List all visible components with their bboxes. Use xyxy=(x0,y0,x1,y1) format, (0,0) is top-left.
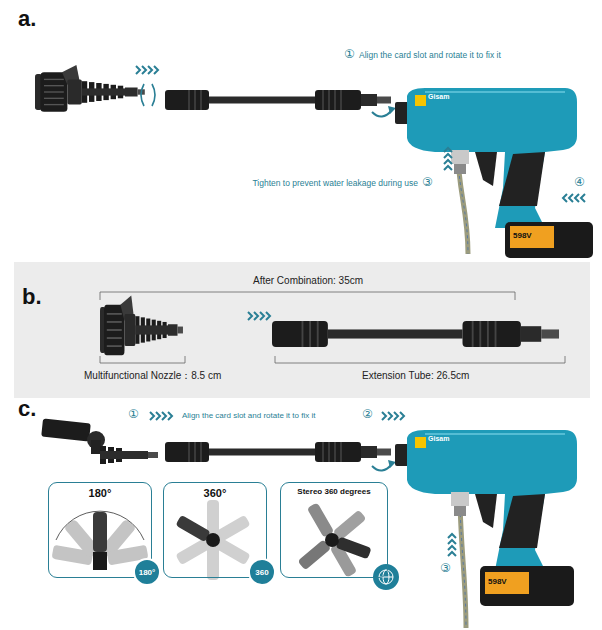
dimension-label: After Combination: 35cm xyxy=(250,275,366,287)
callout-number: ③ xyxy=(440,562,451,576)
angle-badge: 180° xyxy=(133,558,161,586)
angle-badge: 360 xyxy=(248,558,276,586)
callout-number: ③ xyxy=(422,176,433,190)
instruction-text: Align the card slot and rotate it to fix… xyxy=(359,51,501,61)
callout-number: ① xyxy=(344,48,355,62)
dimension-label: Extension Tube: 26.5cm xyxy=(362,370,469,382)
panel-letter: c. xyxy=(18,396,36,421)
panel-letter: b. xyxy=(22,284,42,309)
panel-title: 180° xyxy=(49,483,151,499)
instruction-text: Tighten to prevent water leakage during … xyxy=(252,179,418,189)
dimension-label: Multifunctional Nozzle：8.5 cm xyxy=(84,370,221,382)
battery-voltage: 598V xyxy=(488,577,507,586)
callout-number: ④ xyxy=(574,176,585,190)
callout-number: ① xyxy=(128,408,139,422)
feature-panel: Stereo 360 degrees xyxy=(280,482,388,578)
brand-mark: Gisam xyxy=(428,435,449,443)
callout-number: ② xyxy=(362,408,373,422)
brand-mark: Gisam xyxy=(428,93,449,101)
panel-title: 360° xyxy=(164,483,266,499)
panel-letter: a. xyxy=(18,6,36,31)
panel-title: Stereo 360 degrees xyxy=(281,483,387,496)
instruction-text: Align the card slot and rotate it to fix… xyxy=(182,411,315,420)
battery-voltage: 598V xyxy=(513,231,532,240)
feature-panel: 180°180° xyxy=(48,482,152,578)
feature-panel: 360°360 xyxy=(163,482,267,578)
